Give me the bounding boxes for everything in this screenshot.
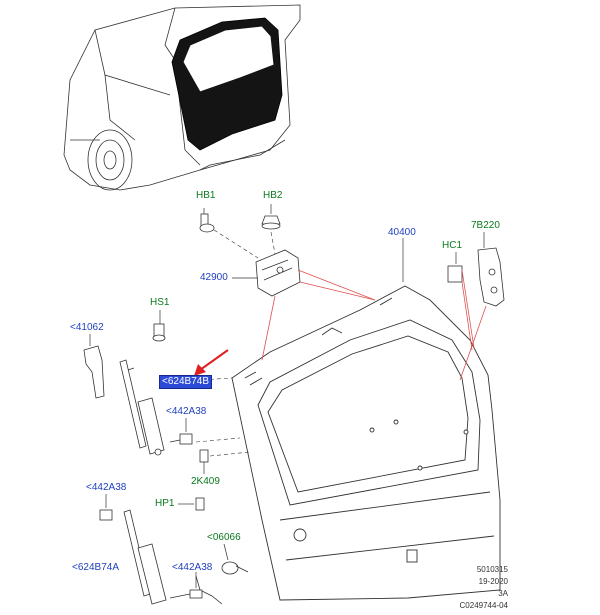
connector-442a38-1 [169, 433, 193, 445]
reference-line-4: C0249744-04 [459, 601, 508, 610]
label-624b74b: <624B74B [159, 375, 212, 389]
vehicle-illustration [63, 4, 301, 191]
dash-connector-1 [195, 437, 241, 443]
label-442a38-2: <442A38 [86, 482, 127, 493]
nut-hb2 [261, 215, 281, 230]
dash-2k409 [209, 451, 251, 457]
label-2k409: 2K409 [191, 476, 220, 487]
harness-442a38-3 [169, 575, 223, 605]
plug-06066 [221, 561, 249, 575]
label-442a38-3: <442A38 [172, 562, 213, 573]
tailgate-40400 [231, 285, 501, 601]
label-40400: 40400 [388, 227, 416, 238]
dash-hb1 [213, 229, 259, 259]
label-41062: <41062 [70, 322, 104, 333]
label-hp1: HP1 [155, 498, 175, 509]
label-06066: <06066 [207, 532, 241, 543]
reference-line-1: 5010315 [476, 565, 508, 574]
label-hs1: HS1 [150, 297, 170, 308]
clip-hc1 [447, 265, 463, 283]
label-hb1: HB1 [196, 190, 216, 201]
callout-lines [261, 269, 487, 381]
strut-624b74b [119, 359, 165, 456]
clip-hp1 [195, 497, 205, 511]
latch-7b220 [477, 247, 505, 307]
label-hc1: HC1 [442, 240, 463, 251]
leader-06066 [223, 543, 229, 561]
pin-hs1 [152, 323, 166, 342]
dash-hb2 [270, 231, 276, 255]
bolt-hb1 [199, 213, 215, 233]
label-hb2: HB2 [263, 190, 283, 201]
vehicle-glass [182, 25, 275, 93]
pointer-arrow [194, 349, 229, 376]
bracket-41062 [83, 345, 105, 399]
label-7b220: 7B220 [471, 220, 500, 231]
hinge-42900 [255, 249, 301, 297]
strut-624b74a [123, 509, 167, 605]
label-42900: 42900 [200, 272, 228, 283]
reference-line-2: 19-2020 [478, 577, 508, 586]
clip-2k409 [199, 449, 209, 463]
label-624b74a: <624B74A [72, 562, 119, 573]
reference-line-3: 3A [498, 589, 508, 598]
label-442a38-1: <442A38 [166, 406, 207, 417]
connector-442a38-2 [99, 509, 113, 521]
